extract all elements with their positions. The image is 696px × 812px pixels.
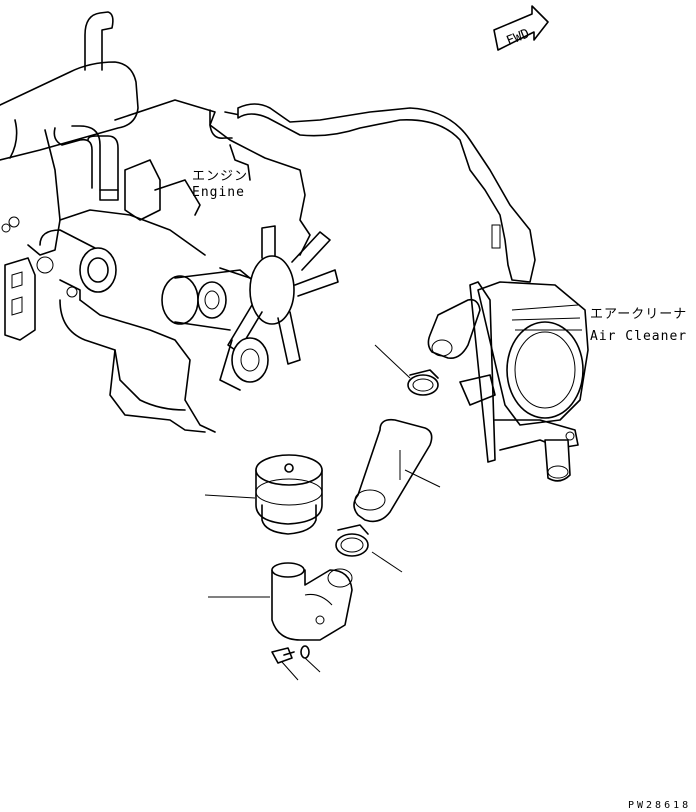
air-cleaner-label-jp: エアークリーナ (590, 307, 687, 322)
engine-label-jp: エンジン (192, 169, 248, 184)
hose-clamp-lower (335, 524, 403, 573)
intake-hose (353, 418, 441, 523)
intake-elbow (208, 562, 353, 641)
hose-clamp-upper (374, 344, 439, 396)
engine-label-en: Engine (192, 185, 245, 200)
engine-illustration: エンジン Engine (0, 11, 536, 433)
precleaner-cap (204, 454, 323, 535)
air-cleaner-label-en: Air Cleaner (590, 329, 687, 344)
forward-direction-arrow-icon: FWD (493, 5, 549, 51)
air-cleaner-illustration: エアークリーナ Air Cleaner (427, 281, 687, 482)
drawing-code: PW28618 (628, 800, 691, 811)
bolt-and-washer (271, 645, 321, 681)
